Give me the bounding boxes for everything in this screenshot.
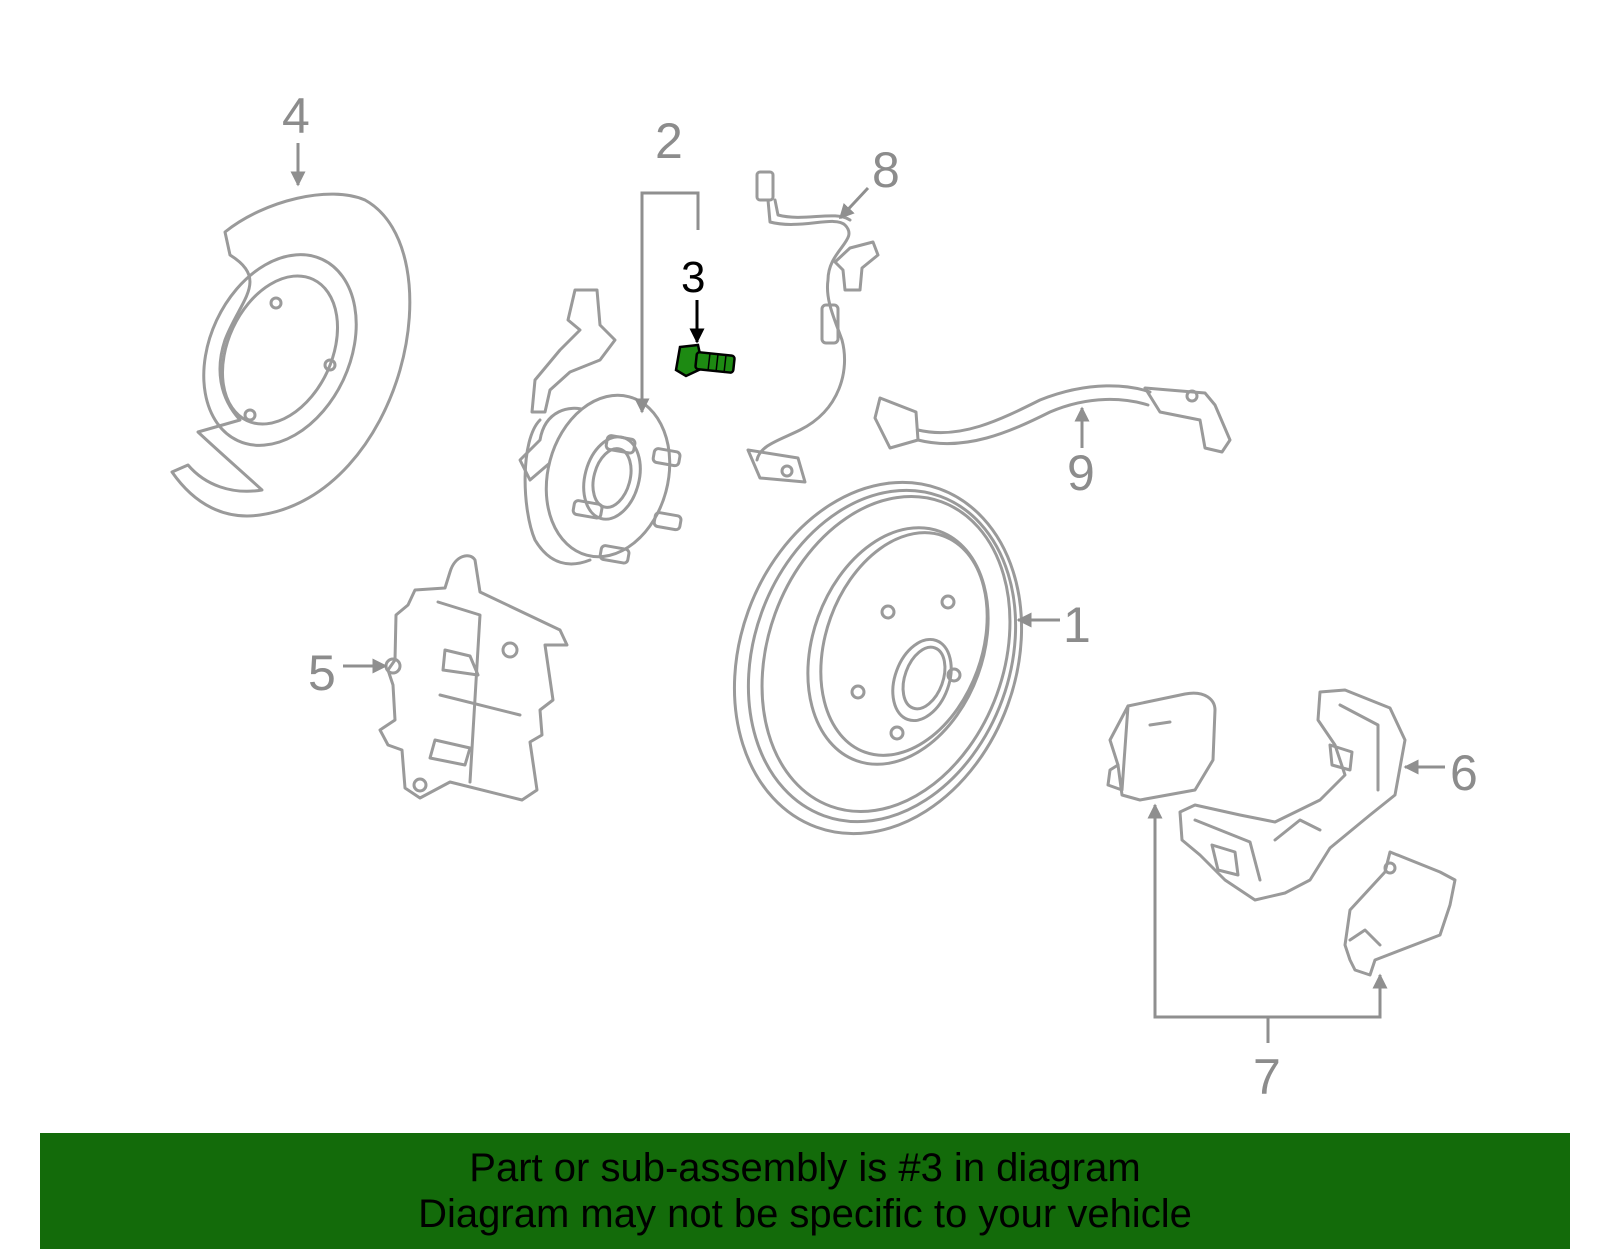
callout-8: 8 <box>872 142 900 198</box>
hub-bearing-part-2 <box>518 288 683 566</box>
callout-labels: 1 2 3 4 5 6 7 8 9 <box>282 88 1478 1105</box>
dust-shield-part-4 <box>170 192 412 518</box>
caliper-bracket-part-6 <box>1178 688 1407 902</box>
callout-1: 1 <box>1063 597 1091 653</box>
callout-5: 5 <box>308 645 336 701</box>
speed-sensor-harness-part-8 <box>746 170 880 484</box>
callout-6: 6 <box>1450 745 1478 801</box>
callout-9: 9 <box>1067 445 1095 501</box>
info-banner: Part or sub-assembly is #3 in diagram Di… <box>40 1133 1570 1249</box>
callout-3: 3 <box>681 253 705 302</box>
brake-rotor-part-1 <box>732 480 1024 836</box>
brake-pads-part-7 <box>1106 691 1457 977</box>
leader-lines <box>290 143 1445 1043</box>
callout-7: 7 <box>1253 1049 1281 1105</box>
hub-bolt-part-3 <box>674 343 736 378</box>
abs-sensor-part-9 <box>873 384 1232 454</box>
banner-line-1: Part or sub-assembly is #3 in diagram <box>469 1146 1141 1190</box>
brake-caliper-part-5 <box>378 554 569 802</box>
callout-2: 2 <box>655 113 683 169</box>
banner-line-2: Diagram may not be specific to your vehi… <box>418 1192 1192 1236</box>
callout-4: 4 <box>282 88 310 144</box>
